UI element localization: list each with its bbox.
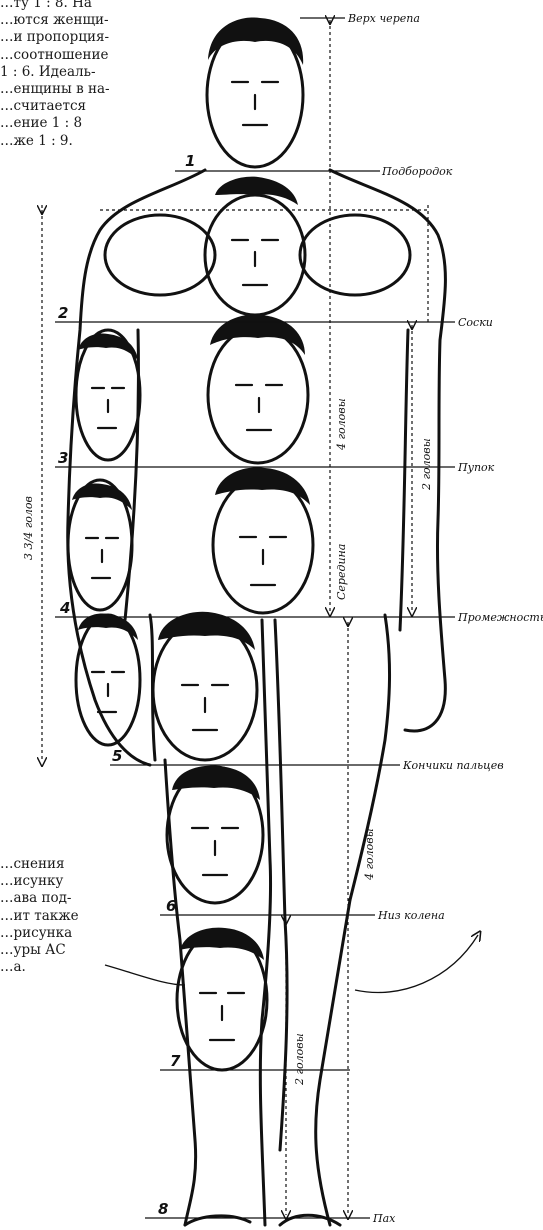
middle-label: Середина	[335, 544, 348, 600]
level-label: Соски	[458, 316, 493, 329]
pointer-lines	[105, 935, 478, 993]
head-number: 4	[59, 599, 70, 617]
level-label: Низ колена	[377, 909, 445, 922]
face-features	[86, 82, 286, 1040]
shin-length-label: 2 головы	[293, 1033, 306, 1086]
level-label: Пах	[372, 1212, 396, 1225]
level-label: Промежность	[457, 611, 543, 624]
head-number: 3	[58, 449, 68, 467]
level-label: Пупок	[457, 461, 495, 474]
head-number: 8	[158, 1200, 168, 1218]
head-number: 7	[170, 1052, 181, 1070]
level-label: Кончики пальцев	[402, 759, 504, 772]
head-number: 5	[112, 747, 122, 765]
level-labels: Верх черепа Подбородок Соски Пупок Проме…	[347, 12, 543, 1225]
head-number: 2	[58, 304, 68, 322]
torso-length-label: 4 головы	[335, 398, 348, 451]
navel-length-label: 2 головы	[420, 438, 433, 491]
head-number: 1	[185, 152, 195, 170]
head-number: 6	[166, 897, 176, 915]
leg-length-label: 4 головы	[363, 828, 376, 881]
level-label: Подбородок	[381, 165, 453, 178]
level-label: Верх черепа	[347, 12, 420, 25]
vertical-dimension-labels: 3 3/4 голов 4 головы 2 головы Середина 4…	[22, 398, 433, 1086]
arm-length-label: 3 3/4 голов	[22, 496, 35, 560]
head-number-labels: 1 2 3 4 5 6 7 8	[58, 152, 195, 1218]
